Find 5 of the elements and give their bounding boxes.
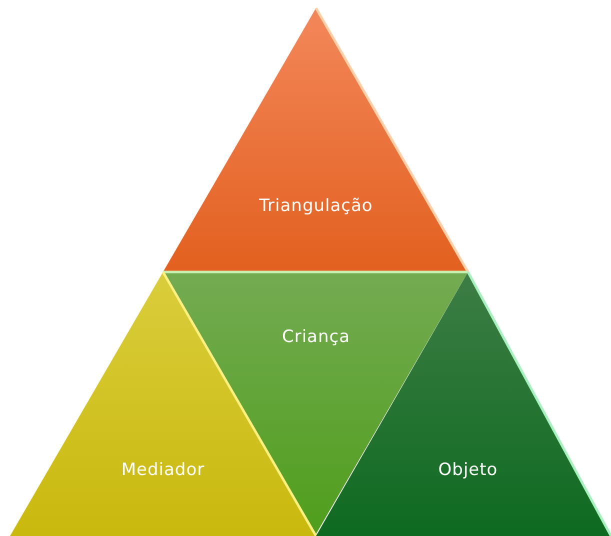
segment-label: Criança <box>282 327 350 347</box>
segment-label: Objeto <box>438 460 498 480</box>
triangle-segment <box>163 8 468 272</box>
segment-label: Triangulação <box>259 196 373 216</box>
segment-label: Mediador <box>121 460 205 480</box>
